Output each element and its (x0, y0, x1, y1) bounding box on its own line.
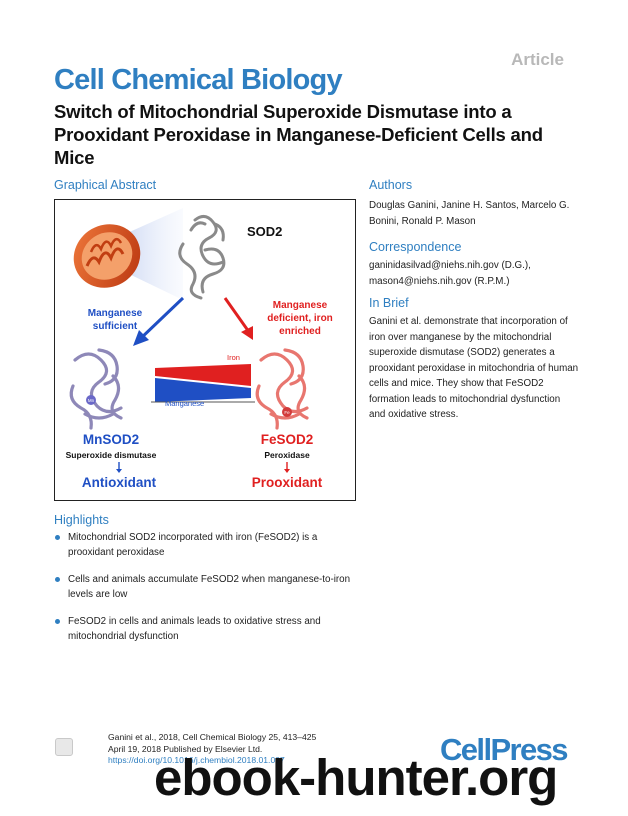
mitochondrion-icon (73, 224, 141, 288)
doi-link[interactable]: https://doi.org/10.1016/j.chembiol.2018.… (108, 755, 285, 765)
correspondence-email-1[interactable]: ganinidasilvad@niehs.nih.gov (D.G.), (369, 260, 531, 271)
citation-line-1: Ganini et al., 2018, Cell Chemical Biolo… (108, 732, 317, 742)
zoom-cone (125, 208, 183, 300)
citation-block: Ganini et al., 2018, Cell Chemical Biolo… (108, 732, 316, 767)
highlight-item: Mitochondrial SOD2 incorporated with iro… (54, 530, 354, 560)
sod2-protein-icon (178, 215, 226, 300)
paper-title: Switch of Mitochondrial Superoxide Dismu… (54, 101, 543, 168)
watermark-text: ebook-hunter.org (154, 749, 558, 806)
fe-metal-icon (282, 407, 292, 417)
left-branch-label-2: sufficient (93, 321, 138, 332)
mnsod2-protein-icon (69, 348, 123, 430)
fesod2-protein-icon (255, 348, 309, 430)
right-branch-label-2: deficient, iron (267, 313, 333, 324)
left-arrow-shaft (137, 296, 185, 342)
left-branch-label-1: Manganese (88, 308, 143, 319)
mnsod2-function: Superoxide dismutase (66, 450, 157, 460)
iron-wedge (155, 364, 251, 386)
journal-name: Cell Chemical Biology (54, 64, 343, 96)
fe-metal-label: Fe (284, 410, 290, 415)
sod2-label: SOD2 (247, 224, 282, 239)
antioxidant-label: Antioxidant (82, 475, 157, 490)
correspondence-email-2[interactable]: mason4@niehs.nih.gov (R.P.M.) (369, 275, 510, 287)
cellpress-logo: CellPress (440, 732, 569, 767)
graphical-abstract: SOD2 Manganese sufficient Manganese defi… (54, 199, 356, 501)
citation-line-2: April 19, 2018 Published by Elsevier Ltd… (108, 743, 263, 754)
correspondence-emails: ganinidasilvad@niehs.nih.gov (D.G.), mas… (369, 258, 579, 289)
mnsod2-down-arrowhead (116, 469, 122, 473)
authors-list: Douglas Ganini, Janine H. Santos, Marcel… (369, 200, 570, 227)
fesod2-label: FeSOD2 (261, 432, 314, 447)
left-arrow-head (133, 330, 149, 346)
right-arrow-head (241, 326, 253, 340)
right-branch-label-3: enriched (279, 326, 321, 337)
graphical-abstract-heading: Graphical Abstract (54, 178, 157, 192)
prooxidant-label: Prooxidant (252, 475, 323, 490)
fesod2-function: Peroxidase (264, 450, 310, 460)
manganese-label: Manganese (165, 399, 204, 408)
fesod2-down-arrowhead (284, 469, 290, 473)
crossmark-icon[interactable] (55, 738, 73, 756)
iron-label: Iron (227, 353, 240, 362)
authors-heading: Authors (369, 178, 413, 192)
correspondence-heading: Correspondence (369, 240, 462, 254)
manganese-wedge (155, 378, 251, 402)
article-type-label: Article (511, 50, 564, 69)
mn-metal-label: Mn (88, 398, 95, 403)
in-brief-heading: In Brief (369, 296, 409, 310)
right-branch-label-1: Manganese (273, 300, 328, 311)
highlights-heading: Highlights (54, 513, 109, 527)
graphical-abstract-figure: SOD2 Manganese sufficient Manganese defi… (66, 208, 333, 490)
highlights-list: Mitochondrial SOD2 incorporated with iro… (54, 530, 354, 656)
right-arrow-shaft (223, 297, 251, 333)
mn-metal-icon (86, 395, 96, 405)
mnsod2-label: MnSOD2 (83, 432, 139, 447)
highlight-item: FeSOD2 in cells and animals leads to oxi… (54, 614, 354, 644)
in-brief-text: Ganini et al. demonstrate that incorpora… (369, 316, 579, 420)
highlight-item: Cells and animals accumulate FeSOD2 when… (54, 572, 354, 602)
